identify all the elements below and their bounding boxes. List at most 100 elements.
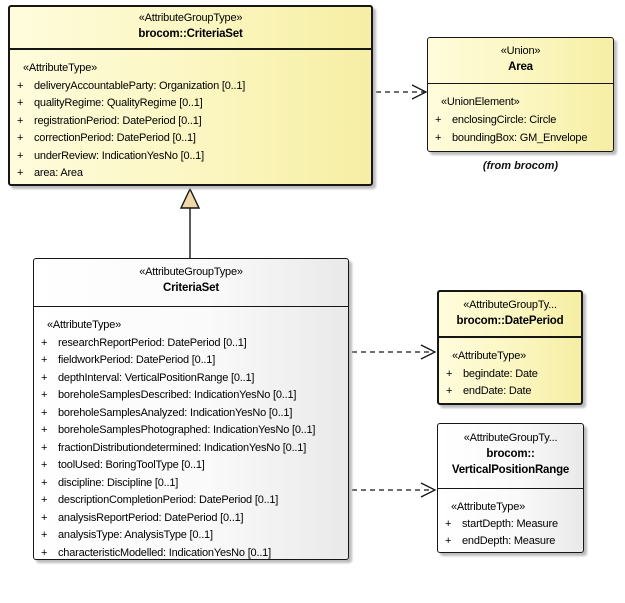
class-name: brocom:: (486, 448, 535, 460)
visibility-marker: + (41, 511, 48, 524)
section-stereotype: «AttributeType» (452, 350, 527, 362)
class-box-brocom-verticalpositionrange[interactable]: «AttributeGroupTy... brocom:: VerticalPo… (437, 423, 584, 553)
section-stereotype: «AttributeType» (23, 62, 98, 74)
visibility-marker: + (41, 354, 48, 366)
stereotype-label: «AttributeGroupType» (139, 266, 243, 278)
stereotype-label: «AttributeGroupType» (138, 12, 243, 24)
visibility-marker: + (445, 534, 452, 547)
attribute-row: + fractionDistributiondetermined: Indicat… (34, 440, 348, 458)
visibility-marker: + (17, 114, 24, 127)
attribute-row: + area: Area (10, 165, 371, 183)
attribute-row: + endDepth: Measure (438, 533, 583, 550)
class-name: brocom::DatePeriod (456, 315, 564, 327)
attribute-row: + boreholeSamplesPhotographed: Indication… (34, 422, 348, 440)
dependency-arrow-criteriaset-to-verticalpositionrange (352, 482, 437, 498)
class-box-brocom-criteriaset[interactable]: «AttributeGroupType» brocom::CriteriaSet… (8, 5, 373, 186)
visibility-marker: + (445, 517, 452, 530)
attribute-text: enclosingCircle: Circle (452, 114, 557, 126)
attribute-row: +begindate: Date (439, 366, 581, 384)
attribute-text: analysisReportPeriod: DatePeriod [0..1] (58, 511, 244, 524)
attribute-text: boreholeSamplesDescribed: IndicationYesN… (58, 389, 297, 401)
attribute-text: fractionDistributiondetermined: Indicati… (58, 441, 307, 454)
attribute-row: + analysisType: AnalysisType [0..1] (34, 527, 348, 545)
class-name: VerticalPositionRange (451, 464, 570, 476)
visibility-marker: + (41, 441, 48, 454)
attribute-row: + startDepth: Measure (438, 516, 583, 533)
dependency-arrow-criteriaset-to-area (376, 84, 428, 100)
visibility-marker: + (435, 132, 442, 144)
attribute-row: + descriptionCompletionPeriod: DatePeriod… (34, 492, 348, 510)
attribute-text: analysisType: AnalysisType [0..1] (58, 529, 213, 541)
attribute-row: +characteristicModelled: IndicationYesNo… (34, 545, 348, 563)
visibility-marker: + (435, 114, 442, 126)
visibility-marker: + (41, 389, 48, 401)
attribute-text: qualityRegime: QualityRegime [0..1] (34, 97, 203, 109)
attribute-row: + boundingBox: GM_Envelope (428, 129, 613, 147)
class-name: Area (508, 61, 533, 73)
class-name: brocom::CriteriaSet (138, 28, 243, 40)
attribute-list: + researchReportPeriod: DatePeriod [0..1]… (34, 335, 348, 563)
visibility-marker: + (17, 97, 24, 109)
visibility-marker: + (41, 371, 48, 384)
attribute-list: + enclosingCircle: Circle + boundingBox: GM… (428, 111, 613, 147)
visibility-marker: + (41, 459, 48, 471)
visibility-marker: + (41, 546, 48, 559)
attribute-row: + discipline: Discipline [0..1] (34, 475, 348, 493)
visibility-marker: + (17, 79, 24, 92)
attribute-row: + fieldworkPeriod: DatePeriod [0..1] (34, 352, 348, 370)
attribute-text: fieldworkPeriod: DatePeriod [0..1] (58, 354, 216, 366)
attribute-text: discipline: Discipline [0..1] (58, 476, 179, 489)
attribute-row: +underReview: IndicationYesNo [0..1] (10, 148, 371, 166)
attribute-list: + deliveryAccountableParty: Organization … (10, 78, 371, 183)
generalization-arrow-criteriaset (179, 187, 201, 258)
attribute-row: + qualityRegime: QualityRegime [0..1] (10, 95, 371, 113)
attribute-text: area: Area (34, 167, 83, 179)
visibility-marker: + (17, 167, 24, 179)
attribute-text: endDate: Date (463, 385, 532, 397)
attribute-row: + analysisReportPeriod: DatePeriod [0..1] (34, 510, 348, 528)
attribute-row: + boreholeSamplesDescribed: IndicationYes… (34, 387, 348, 405)
attribute-text: boundingBox: GM_Envelope (452, 132, 588, 144)
attribute-text: startDepth: Measure (462, 517, 558, 530)
from-package-note: (from brocom) (482, 160, 559, 172)
attribute-text: endDepth: Measure (462, 534, 556, 547)
class-box-area[interactable]: «Union» Area «UnionElement» +enclosingCi… (427, 37, 614, 152)
attribute-row: + researchReportPeriod: DatePeriod [0..1] (34, 335, 348, 353)
section-stereotype: «UnionElement» (441, 96, 520, 108)
attribute-text: toolUsed: BoringToolType [0..1] (58, 459, 205, 471)
visibility-marker: + (17, 132, 24, 144)
attribute-row: + toolUsed: BoringToolType [0..1] (34, 457, 348, 475)
attribute-row: + depthInterval: VerticalPositionRange [0… (34, 370, 348, 388)
visibility-marker: + (41, 336, 48, 349)
class-box-criteriaset[interactable]: «AttributeGroupType» CriteriaSet «Attrib… (33, 258, 349, 560)
attribute-text: depthInterval: VerticalPositionRange [0.… (58, 371, 255, 384)
class-box-brocom-dateperiod[interactable]: «AttributeGroupTy... brocom::DatePeriod … (437, 290, 583, 405)
attribute-row: + enclosingCircle: Circle (428, 111, 613, 129)
section-stereotype: «AttributeType» (451, 501, 526, 513)
visibility-marker: + (41, 529, 48, 541)
visibility-marker: + (41, 494, 48, 506)
visibility-marker: + (41, 476, 48, 489)
attribute-text: researchReportPeriod: DatePeriod [0..1] (58, 336, 247, 349)
attribute-text: boreholeSamplesPhotographed: IndicationY… (58, 424, 316, 436)
visibility-marker: + (17, 149, 24, 162)
attribute-row: + endDate: Date (439, 383, 581, 401)
stereotype-label: «AttributeGroupTy... (463, 432, 558, 444)
visibility-marker: + (41, 406, 48, 419)
attribute-row: +registrationPeriod: DatePeriod [0..1] (10, 113, 371, 131)
attribute-row: + deliveryAccountableParty: Organization … (10, 78, 371, 96)
attribute-text: boreholeSamplesAnalyzed: IndicationYesNo… (58, 406, 293, 419)
stereotype-label: «AttributeGroupTy... (463, 299, 557, 311)
visibility-marker: + (41, 424, 48, 436)
dependency-arrow-criteriaset-to-dateperiod (352, 344, 437, 360)
attribute-text: descriptionCompletionPeriod: DatePeriod … (58, 494, 279, 506)
class-name: CriteriaSet (163, 282, 219, 294)
attribute-row: + boreholeSamplesAnalyzed: IndicationYesN… (34, 405, 348, 423)
attribute-text: deliveryAccountableParty: Organization [… (34, 79, 246, 92)
section-stereotype: «AttributeType» (47, 319, 122, 331)
visibility-marker: + (446, 385, 453, 397)
attribute-text: correctionPeriod: DatePeriod [0..1] (34, 132, 196, 144)
attribute-list: + startDepth: Measure + endDepth: Measure (438, 516, 583, 550)
attribute-list: +begindate: Date+ endDate: Date (439, 366, 581, 401)
